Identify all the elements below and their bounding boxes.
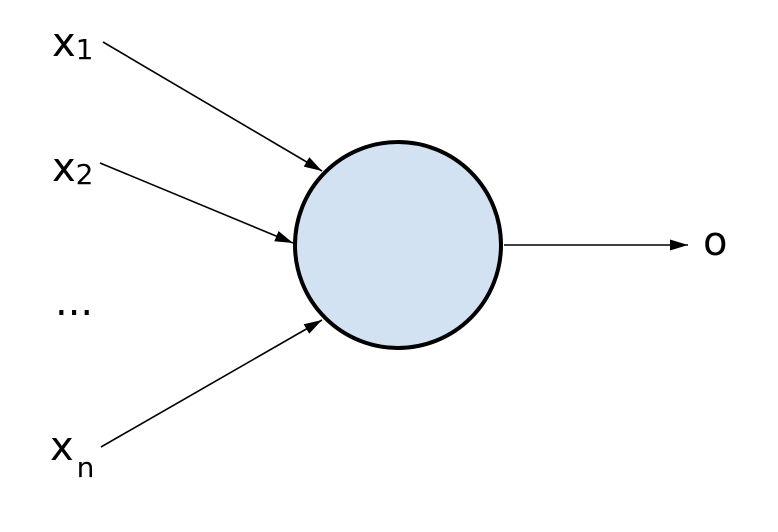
output-label-o: o [703,219,727,265]
input-arrow-1 [102,41,323,172]
input-label-xn-base: x [50,424,74,470]
input-label-x2: x2 [52,145,94,191]
input-label-x1: x1 [52,20,94,66]
input-label-x2-base: x [52,145,76,191]
input-label-x1-subscript: 1 [76,33,94,66]
input-arrow-2 [99,162,294,244]
ellipsis-label: ... [55,279,93,325]
input-arrow-n [100,319,323,448]
input-label-xn-subscript: n [77,451,95,484]
input-label-x1-base: x [52,20,76,66]
neuron-body [293,140,503,350]
input-label-x2-subscript: 2 [76,158,94,191]
